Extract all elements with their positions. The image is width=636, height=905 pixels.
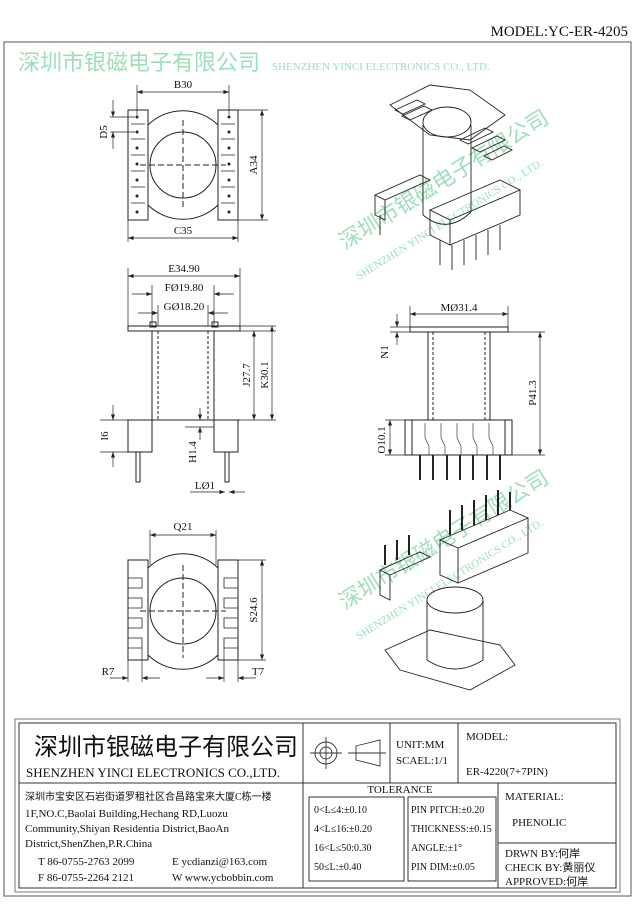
dim-d: D5 xyxy=(98,125,110,139)
company-name-en: SHENZHEN YINCI ELECTRONICS CO.,LTD. xyxy=(26,765,280,780)
address-line-1: 1F,NO.C,Baolai Building,Hechang RD,Luozu xyxy=(25,808,228,820)
dim-e: E34.90 xyxy=(168,263,200,275)
material-value: PHENOLIC xyxy=(512,817,566,829)
tolerance-title: TOLERANCE xyxy=(367,784,432,796)
dim-m: MØ31.4 xyxy=(441,302,478,314)
dim-g: GØ18.20 xyxy=(164,301,205,313)
drawn-by: DRWN BY:何岸 xyxy=(505,847,580,860)
dim-c: C35 xyxy=(174,225,193,237)
watermark-en: SHENZHEN YINCI ELECTRONICS CO., LTD. xyxy=(272,61,490,73)
company-name-cn: 深圳市银磁电子有限公司 xyxy=(34,734,298,761)
tolerance-left-3: 50≤L:±0.40 xyxy=(314,862,361,873)
dim-q: Q21 xyxy=(174,521,193,533)
tolerance-right-0: PIN PITCH:±0.20 xyxy=(411,805,484,816)
tolerance-left-1: 4<L≤16:±0.20 xyxy=(314,824,372,835)
unit-label: UNIT:MM xyxy=(396,739,445,751)
dim-j: J27.7 xyxy=(241,363,253,387)
dim-a: A34 xyxy=(248,155,260,174)
isometric-view-bottom xyxy=(378,490,530,691)
dim-l: LØ1 xyxy=(195,480,215,492)
address-line-3: District,ShenZhen,P.R.China xyxy=(25,838,152,850)
dim-s: S24.6 xyxy=(248,597,260,623)
side-view: E34.90 FØ19.80 GØ18.20 J27.7 K30.1 I6 H1… xyxy=(99,263,276,495)
email: E ycdianzi@163.com xyxy=(172,856,267,868)
projection-symbol-icon xyxy=(310,737,386,769)
checked-by: CHECK BY:黄丽仪 xyxy=(505,860,595,874)
material-label: MATERIAL: xyxy=(505,791,564,803)
tolerance-left-2: 16<L≤50:0.30 xyxy=(314,843,372,854)
dim-b: B30 xyxy=(174,79,193,91)
dim-t: T7 xyxy=(252,666,265,678)
approved-by: APPROVED:何岸 xyxy=(505,875,588,888)
outer-frame xyxy=(3,41,632,897)
dim-f: FØ19.80 xyxy=(165,282,204,294)
address-line-2: Community,Shiyan Residentia District,Bao… xyxy=(25,823,229,835)
dim-n: N1 xyxy=(379,345,391,358)
scale-label: SCAEL:1/1 xyxy=(396,755,448,767)
tolerance-left-0: 0<L≤4:±0.10 xyxy=(314,805,367,816)
tolerance-right-3: PIN DIM:±0.05 xyxy=(411,862,475,873)
dim-i: I6 xyxy=(99,431,111,441)
tolerance-right-1: THICKNESS:±0.15 xyxy=(411,824,492,835)
website: W www.ycbobbin.com xyxy=(172,872,274,884)
isometric-view-top xyxy=(373,84,522,270)
dim-k: K30.1 xyxy=(259,361,271,388)
dim-p: P41.3 xyxy=(527,380,539,406)
dim-o: O10.1 xyxy=(376,426,388,453)
model-label: MODEL: xyxy=(466,731,508,743)
dim-r: R7 xyxy=(102,666,115,678)
fax: F 86-0755-2264 2121 xyxy=(38,872,134,884)
model-header: MODEL:YC-ER-4205 xyxy=(491,24,629,40)
tolerance-right-2: ANGLE:±1° xyxy=(411,843,462,854)
front-view: MØ31.4 N1 P41.3 O10.1 xyxy=(376,302,545,480)
model-value: ER-4220(7+7PIN) xyxy=(466,766,548,778)
address-cn: 深圳市宝安区石岩街道罗租社区合昌路宝来大厦C栋一楼 xyxy=(25,790,272,803)
telephone: T 86-0755-2763 2099 xyxy=(38,856,135,868)
top-view: B30 D5 A34 C35 xyxy=(98,79,268,242)
bottom-view: Q21 S24.6 R7 T7 xyxy=(102,521,266,682)
dim-h: H1.4 xyxy=(187,441,199,463)
watermark-cn: 深圳市银磁电子有限公司 xyxy=(18,50,260,75)
title-block: 深圳市银磁电子有限公司 SHENZHEN YINCI ELECTRONICS C… xyxy=(14,718,621,893)
